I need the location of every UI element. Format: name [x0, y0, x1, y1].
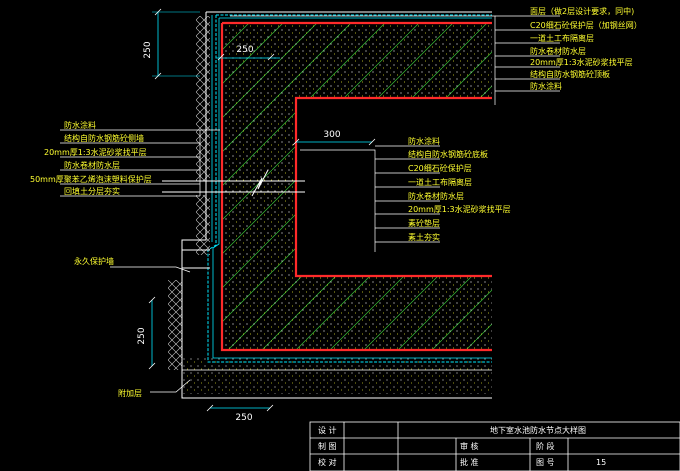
earth-fill [168, 16, 210, 370]
labels-left: 防水涂料 结构自防水钢筋砼侧墙 20mm厚1:3水泥砂浆找平层 防水卷材防水层 … [30, 120, 152, 196]
title-block-text: 设 计 制 图 校 对 审 核 批 准 地下室水池防水节点大样图 阶 段 图 号… [318, 425, 606, 467]
label-rt-0: 面层（做2层设计要求，同中) [530, 6, 634, 16]
tb-approve: 批 准 [460, 457, 479, 467]
dimension-middle: 300 [323, 130, 340, 140]
label-rm-4: 防水卷材防水层 [408, 191, 464, 201]
label-rt-1: C20细石砼保护层（加钢丝网） [530, 20, 642, 30]
tb-design: 设 计 [318, 425, 337, 435]
label-rm-0: 防水涂料 [408, 136, 440, 146]
label-l-3: 防水卷材防水层 [64, 160, 120, 170]
waterproof-layers [181, 11, 492, 399]
label-l-2: 20mm厚1:3水泥砂浆找平层 [44, 147, 147, 157]
label-rm-3: 一道土工布隔离层 [408, 177, 472, 187]
label-l-1: 结构自防水钢筋砼侧墙 [64, 133, 144, 143]
label-rm-6: 素砼垫层 [408, 218, 440, 228]
label-rt-3: 防水卷材防水层 [530, 46, 586, 56]
tb-stage: 阶 段 [536, 441, 555, 451]
tb-check: 校 对 [318, 457, 337, 467]
tb-audit: 审 核 [460, 441, 479, 451]
dimension-left-lower: 250 [137, 327, 147, 344]
label-rt-2: 一道土工布隔离层 [530, 33, 594, 43]
label-l-0: 防水涂料 [64, 120, 96, 130]
title-block [309, 421, 680, 471]
label-rt-6: 防水涂料 [530, 81, 562, 91]
label-rt-5: 结构自防水钢筋砼顶板 [530, 69, 610, 79]
tb-number-value: 15 [596, 458, 606, 467]
tb-draw: 制 图 [318, 441, 337, 451]
label-rm-2: C20细石砼保护层 [408, 163, 472, 173]
dimension-top-left: 250 [143, 41, 153, 58]
tb-number-label: 图 号 [536, 458, 555, 467]
label-footing: 附加层 [118, 388, 142, 398]
tb-title: 地下室水池防水节点大样图 [490, 425, 586, 435]
leader-lines [60, 15, 560, 393]
label-permanent-guard: 永久保护墙 [74, 256, 114, 266]
dimension-lines: 250 250 300 250 250 [137, 8, 376, 423]
concrete-structure [182, 23, 492, 394]
label-l-4: 50mm厚聚苯乙烯泡沫塑料保护层 [30, 174, 152, 184]
label-l-5: 回填土分层夯实 [64, 186, 120, 196]
dimension-top-inner: 250 [236, 45, 253, 55]
label-rm-7: 素土夯实 [408, 232, 440, 242]
labels-right-mid: 防水涂料 结构自防水钢筋砼底板 C20细石砼保护层 一道土工布隔离层 防水卷材防… [408, 136, 511, 242]
label-rt-4: 20mm厚1:3水泥砂浆找平层 [530, 57, 633, 67]
break-line [162, 169, 305, 197]
label-rm-1: 结构自防水钢筋砼底板 [408, 149, 488, 159]
labels-right-top: 面层（做2层设计要求，同中) C20细石砼保护层（加钢丝网） 一道土工布隔离层 … [530, 6, 642, 91]
dimension-bottom: 250 [235, 413, 252, 423]
label-rm-5: 20mm厚1:3水泥砂浆找平层 [408, 204, 511, 214]
